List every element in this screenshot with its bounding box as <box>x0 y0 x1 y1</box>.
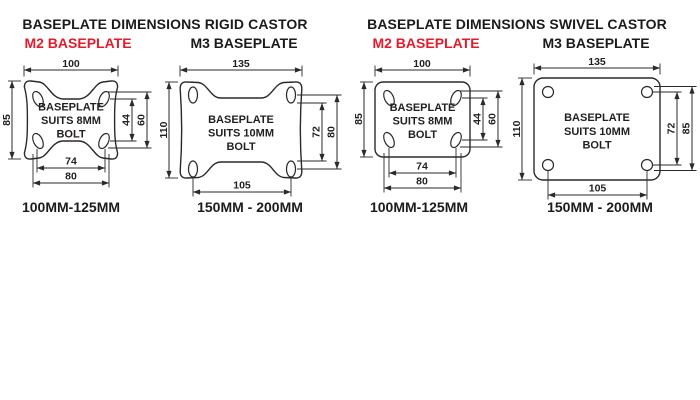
bolt-hole <box>541 158 555 172</box>
bolt-hole <box>640 158 654 172</box>
diagram-swivel-m3: 135 110 72 85 105 BASEPLATE SUITS 10MM B… <box>511 56 697 200</box>
rigid-m3-wheel-range: 150MM - 200MM <box>197 199 303 215</box>
dim-bottom-outer: 80 <box>65 171 77 183</box>
dim-right-inner: 44 <box>121 114 133 126</box>
bolt-holes <box>187 86 297 178</box>
bolt-hole <box>640 85 654 99</box>
svg-text:SUITS 10MM: SUITS 10MM <box>208 128 274 140</box>
bolt-hole <box>541 85 555 99</box>
bolt-hole <box>187 160 199 178</box>
dimension-lines <box>360 65 503 193</box>
bolt-size-note: BASEPLATE SUITS 8MM BOLT <box>38 102 104 141</box>
diagram-rigid-m2: 100 85 44 60 74 80 BASEPLATE SUITS 8MM B… <box>1 58 152 188</box>
svg-text:BOLT: BOLT <box>582 140 611 152</box>
bolt-hole <box>98 132 110 150</box>
svg-text:SUITS 8MM: SUITS 8MM <box>41 115 101 127</box>
dim-left-height: 85 <box>1 114 13 126</box>
dimension-lines <box>165 65 342 197</box>
dim-top-width: 135 <box>232 58 250 70</box>
bolt-size-note: BASEPLATE SUITS 10MM BOLT <box>564 112 630 152</box>
swivel-m3-wheel-range: 150MM - 200MM <box>547 199 653 215</box>
svg-text:BASEPLATE: BASEPLATE <box>38 102 104 114</box>
dim-right-inner: 72 <box>666 123 678 135</box>
svg-text:BOLT: BOLT <box>56 129 85 141</box>
plate-outline <box>23 80 119 160</box>
dim-bottom-inner: 74 <box>65 156 77 168</box>
rigid-m2-wheel-range: 100MM-125MM <box>21 199 121 215</box>
swivel-m2-wheel-range: 100MM-125MM <box>369 199 469 215</box>
bolt-hole <box>187 86 199 104</box>
svg-text:BASEPLATE: BASEPLATE <box>564 112 630 124</box>
diagram-rigid-m3: 135 110 72 80 105 BASEPLATE SUITS 10MM B… <box>158 58 342 197</box>
dim-bottom-outer: 80 <box>416 176 428 188</box>
bolt-hole <box>32 132 44 150</box>
swivel-castor-title: BASEPLATE DIMENSIONS SWIVEL CASTOR <box>367 16 667 32</box>
dim-right-outer: 80 <box>326 126 338 138</box>
dim-left-height: 110 <box>511 120 523 137</box>
bolt-hole <box>450 131 462 149</box>
dim-top-width: 100 <box>413 58 431 70</box>
rigid-m3-plate-label: M3 BASEPLATE <box>190 35 298 51</box>
dim-right-outer: 85 <box>681 123 693 135</box>
dim-top-width: 100 <box>62 58 80 70</box>
bolt-holes <box>383 89 462 149</box>
bolt-hole <box>285 86 297 104</box>
svg-text:BASEPLATE: BASEPLATE <box>390 102 456 114</box>
bolt-hole <box>32 90 44 108</box>
plate-outline <box>374 81 471 158</box>
plate-outline <box>179 81 303 179</box>
svg-text:BOLT: BOLT <box>408 129 437 141</box>
bolt-hole <box>98 90 110 108</box>
svg-text:SUITS 8MM: SUITS 8MM <box>393 116 453 128</box>
dim-right-outer: 60 <box>487 113 499 125</box>
dimension-lines <box>518 63 697 200</box>
dim-right-outer: 60 <box>136 114 148 126</box>
svg-text:SUITS 10MM: SUITS 10MM <box>564 126 630 138</box>
dim-bottom-inner: 74 <box>416 161 428 173</box>
bolt-size-note: BASEPLATE SUITS 8MM BOLT <box>390 102 456 141</box>
diagram-swivel-m2: 100 85 44 60 74 80 BASEPLATE SUITS 8MM B… <box>353 58 503 193</box>
bolt-hole <box>383 89 395 107</box>
dim-top-width: 135 <box>588 56 606 68</box>
bolt-holes <box>541 85 654 172</box>
dim-left-height: 85 <box>353 113 365 125</box>
bolt-hole <box>285 160 297 178</box>
bolt-hole <box>450 89 462 107</box>
rigid-castor-title: BASEPLATE DIMENSIONS RIGID CASTOR <box>22 16 308 32</box>
svg-text:BOLT: BOLT <box>226 141 255 153</box>
dimension-lines <box>8 65 152 188</box>
bolt-hole <box>383 131 395 149</box>
dim-bottom: 105 <box>233 180 251 192</box>
plate-outline <box>533 77 661 181</box>
rigid-m2-plate-label: M2 BASEPLATE <box>24 35 132 51</box>
bolt-holes <box>32 90 110 150</box>
dim-bottom: 105 <box>589 183 607 195</box>
dim-left-height: 110 <box>158 121 170 138</box>
svg-text:BASEPLATE: BASEPLATE <box>208 114 274 126</box>
dim-right-inner: 72 <box>311 126 323 138</box>
dim-right-inner: 44 <box>472 113 484 125</box>
bolt-size-note: BASEPLATE SUITS 10MM BOLT <box>208 114 274 153</box>
swivel-m2-plate-label: M2 BASEPLATE <box>372 35 480 51</box>
swivel-m3-plate-label: M3 BASEPLATE <box>542 35 650 51</box>
